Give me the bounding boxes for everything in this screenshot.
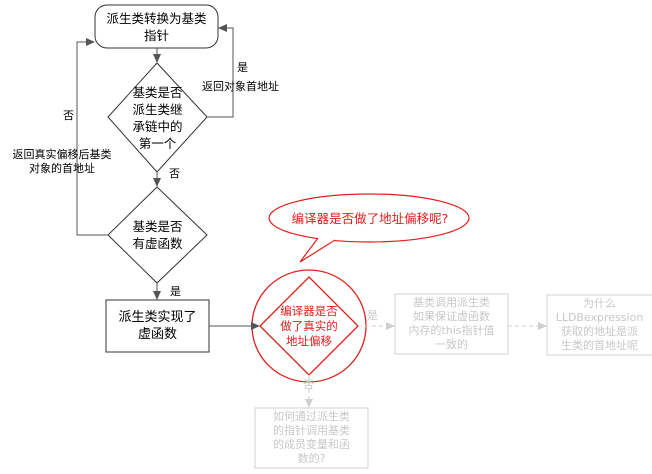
label-no-left: 否: [63, 109, 74, 122]
label-return-offset-address: 返回真实偏移后基类 对象的首地址: [12, 148, 112, 175]
virtual-impl-shape: [105, 299, 210, 353]
cloud-question: 编译器是否做了地址偏移呢?: [291, 210, 449, 226]
diamond-first-in-chain: 基类是否 派生类继 承链中的 第一个: [132, 84, 183, 151]
label-no-3: 否: [303, 378, 314, 391]
access-members-shape: [254, 407, 369, 469]
start-node: 派生类转换为基类 指针: [106, 10, 207, 43]
cloud-tail: [299, 237, 336, 263]
arrow-d2-no-loop: [76, 38, 108, 236]
label-yes-1: 是: [237, 61, 248, 74]
label-no-1: 否: [169, 167, 180, 180]
call-base-node: 基类调用派生类 如果保证虚函数 内存的this指针值 一致的: [408, 296, 495, 351]
call-base-shape: [394, 293, 509, 355]
label-yes-2: 是: [170, 285, 181, 298]
access-members-node: 如何通过派生类 的指针调用基类 的成员变量和函 数的?: [273, 410, 350, 465]
label-return-first-address: 返回对象首地址: [202, 80, 279, 93]
cloud-shape: [268, 193, 470, 243]
diamond-has-virtual: 基类是否 有虚函数: [132, 219, 183, 251]
why-lldb-node: 为什么 LLDBexpression 获取的地址是派 生类的首地址呢: [555, 297, 644, 352]
compiler-offset-node: 编译器是否 做了真实的 地址偏移: [280, 303, 338, 348]
label-yes-3: 是: [367, 309, 378, 322]
virtual-impl-node: 派生类实现了 虚函数: [118, 310, 197, 342]
arrow-d1-yes-loop: [207, 24, 234, 118]
why-lldb-shape: [546, 294, 652, 356]
